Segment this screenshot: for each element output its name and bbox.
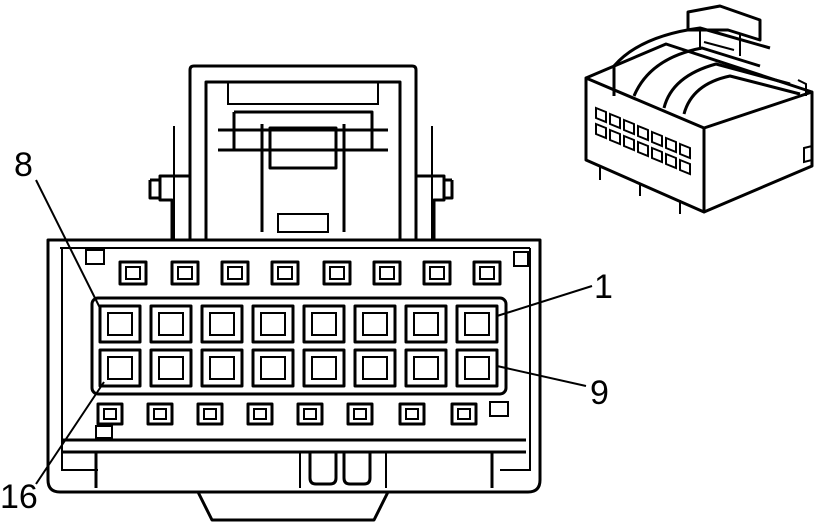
- pin-1: [455, 304, 499, 344]
- pin-7: [149, 304, 193, 344]
- pin-10: [404, 348, 448, 388]
- terminal-block-frame: [90, 296, 508, 396]
- callout-label-16: 16: [0, 478, 38, 516]
- pin-row-bottom: [98, 348, 499, 388]
- pin-16: [98, 348, 142, 388]
- pin-5: [251, 304, 295, 344]
- pin-9: [455, 348, 499, 388]
- leader-pin-9: [496, 365, 587, 387]
- callout-leaders: [35, 179, 593, 485]
- pin-15: [149, 348, 193, 388]
- pin-11: [353, 348, 397, 388]
- pin-8: [98, 304, 142, 344]
- pin-13: [251, 348, 295, 388]
- pin-12: [302, 348, 346, 388]
- pin-2: [404, 304, 448, 344]
- connector-isometric-view: [584, 4, 814, 214]
- upper-cavity-row: [118, 260, 502, 286]
- leader-pin-1: [496, 285, 593, 317]
- pin-row-top: [98, 304, 499, 344]
- leader-pin-16: [35, 381, 105, 485]
- callout-label-8: 8: [14, 146, 33, 184]
- leader-pin-8: [35, 179, 101, 309]
- connector-latch: [148, 64, 454, 240]
- callout-label-1: 1: [594, 268, 613, 306]
- lower-cavity-row: [96, 402, 478, 426]
- iso-cavities: [595, 106, 691, 176]
- pin-14: [200, 348, 244, 388]
- pin-3: [353, 304, 397, 344]
- pin-4: [302, 304, 346, 344]
- pin-6: [200, 304, 244, 344]
- callout-label-9: 9: [590, 374, 609, 412]
- connector-body: [46, 238, 542, 522]
